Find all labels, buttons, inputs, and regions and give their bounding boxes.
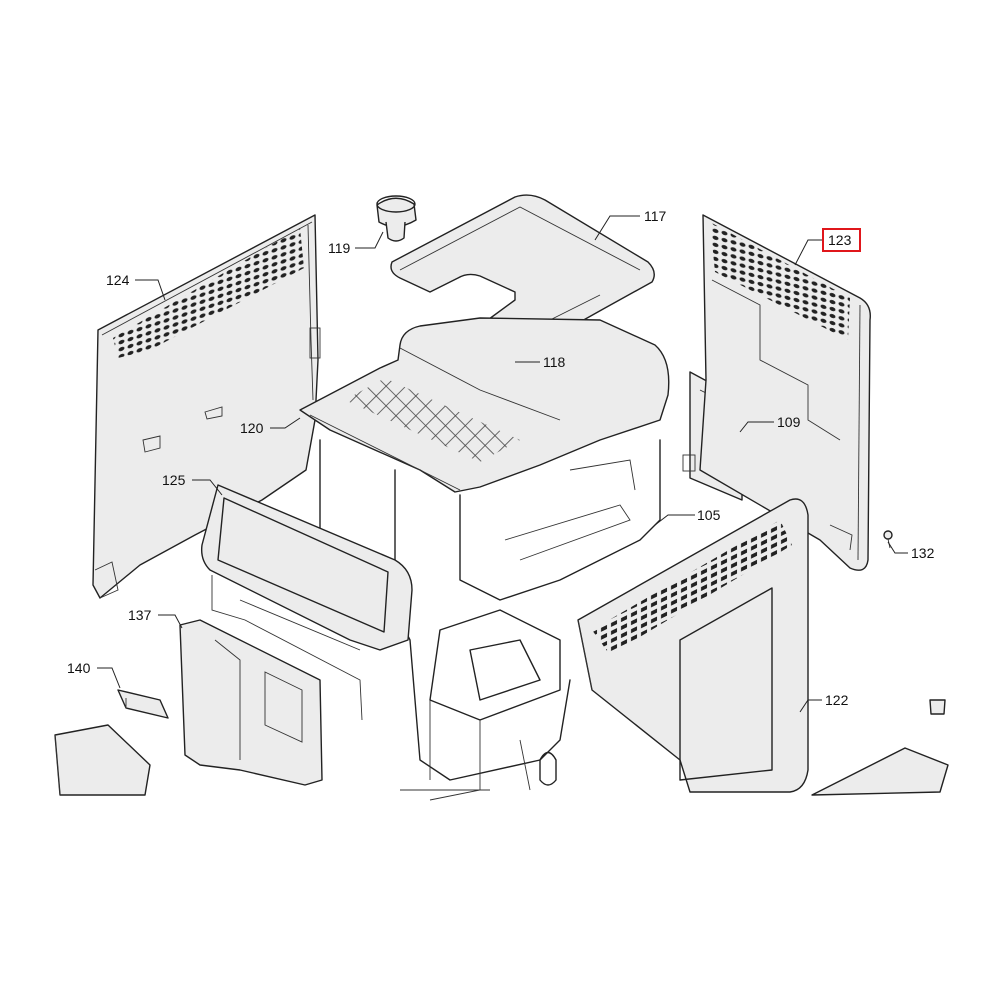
drip-tray-right [811,699,949,796]
callout-117: 117 [644,208,667,224]
side-panel-right-123 [699,214,871,571]
leader-lines [97,215,908,713]
screw-132 [883,530,893,549]
callout-120: 120 [240,420,264,436]
side-panel-left-124 [92,214,321,599]
callout-132: 132 [911,545,935,561]
callout-140: 140 [67,660,91,676]
callout-124: 124 [106,272,130,288]
front-panel-122 [577,498,809,793]
callout-123: 123 [828,232,852,248]
top-cover-120 [299,317,670,493]
callout-125: 125 [162,472,186,488]
door-137 [179,619,323,786]
drip-tray-left [54,724,151,796]
callout-137: 137 [128,607,152,623]
callout-109: 109 [777,414,801,430]
knob-119 [376,195,417,242]
switch-140 [117,689,169,719]
front-frame-125 [200,484,413,721]
callout-118: 118 [543,354,566,370]
callout-labels: 117 123 119 124 118 120 109 125 105 132 … [67,208,935,708]
callout-122: 122 [825,692,849,708]
callout-119: 119 [328,240,351,256]
callout-123-highlight-box [822,228,861,252]
callout-105: 105 [697,507,721,523]
